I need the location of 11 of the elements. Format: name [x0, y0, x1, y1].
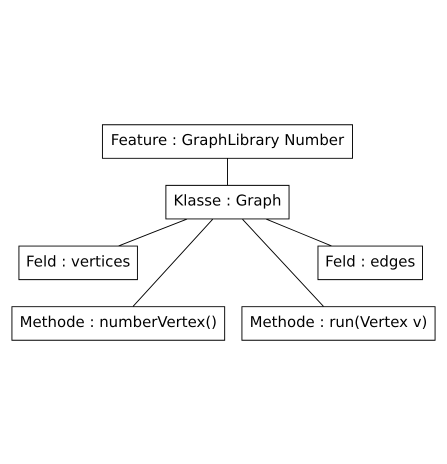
node-box: Feld : vertices	[18, 245, 138, 280]
node-box: Methode : run(Vertex v)	[241, 306, 436, 340]
connector	[266, 218, 332, 246]
node-box: Feature : GraphLibrary Number	[102, 124, 353, 158]
connector	[132, 218, 214, 306]
node-box: Feld : edges	[318, 245, 423, 280]
node-box: Methode : numberVertex()	[11, 306, 226, 340]
connector	[118, 218, 188, 246]
connector	[227, 158, 228, 186]
node-box: Klasse : Graph	[165, 184, 290, 219]
connector	[242, 218, 324, 306]
